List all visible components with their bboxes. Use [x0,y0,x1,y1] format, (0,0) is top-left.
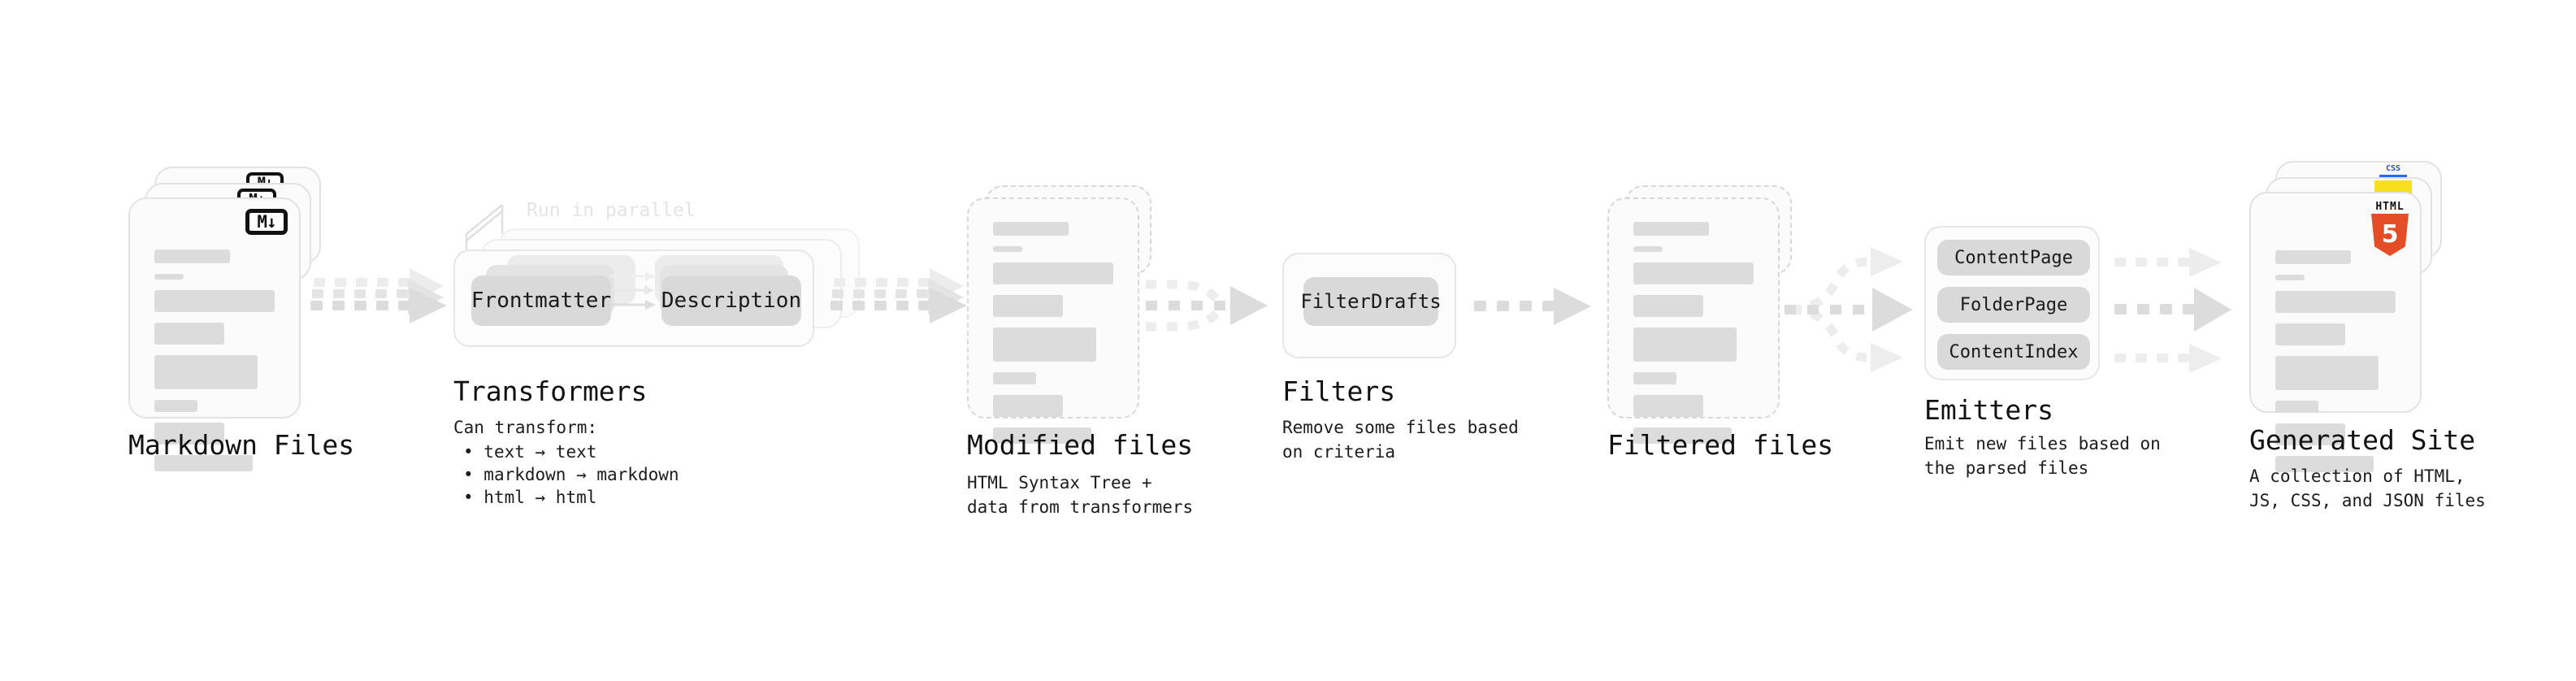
generated-site-subtitle: A collection of HTML, JS, CSS, and JSON … [2249,466,2486,510]
modified-card-front [967,197,1139,444]
filter-chip-filterdrafts[interactable]: FilterDrafts [1300,277,1442,326]
transformers-bullet-0-text: text → text [484,442,597,462]
emitter-chip-contentindex[interactable]: ContentIndex [1937,334,2090,370]
arrow-transformers-to-modified [829,268,975,349]
transformers-bullet-0: • text → text [463,442,597,462]
html5-icon-label: HTML [2375,201,2405,213]
transformers-bullet-1: • markdown → markdown [463,465,679,484]
transformers-bullet-2-text: html → html [484,488,597,507]
modified-skeleton-bars [993,222,1113,454]
markdown-skeleton-bars [154,249,275,482]
arrow-emitters-to-site [2113,241,2251,379]
transformer-inner-arrows [608,268,665,327]
filtered-files-title: Filtered files [1607,429,1834,461]
html5-icon: HTML 5 [2371,202,2409,256]
markdown-card-front: M↓ [128,197,301,471]
emitter-chip-contentpage[interactable]: ContentPage [1937,240,2090,275]
transformer-chip-description[interactable]: Description [661,275,801,326]
emitters-box: ContentPage FolderPage ContentIndex [1924,226,2100,380]
filtered-skeleton-bars [1633,222,1754,454]
filtered-card-front [1607,197,1780,444]
arrow-filters-to-filtered [1472,286,1602,328]
transformer-chip-frontmatter[interactable]: Frontmatter [471,275,611,326]
site-card-html: HTML 5 [2249,192,2422,472]
emitter-chip-folderpage[interactable]: FolderPage [1937,287,2090,323]
arrow-filtered-to-emitters [1785,241,1931,379]
transformers-subtitle: Can transform: [453,418,598,437]
markdown-icon: M↓ [245,209,288,235]
generated-site-title: Generated Site [2249,424,2476,456]
run-in-parallel-label: Run in parallel [527,200,696,221]
emitters-subtitle: Emit new files based on the parsed files [1924,434,2161,478]
css-icon: CSS [2379,165,2407,179]
arrow-modified-to-filters [1144,265,1290,354]
html5-icon-shield: 5 [2371,214,2409,256]
site-skeleton-bars [2275,250,2396,483]
modified-files-subtitle: HTML Syntax Tree + data from transformer… [967,473,1194,517]
markdown-files-title: Markdown Files [128,429,355,461]
transformers-bullet-2: • html → html [463,488,597,507]
emitters-title: Emitters [1924,394,2053,426]
filters-subtitle: Remove some files based on criteria [1282,418,1519,462]
arrow-markdown-to-transformers [309,268,455,349]
css-icon-bar [2379,175,2407,179]
css-icon-label: CSS [2385,164,2401,173]
modified-files-title: Modified files [967,429,1194,461]
filters-title: Filters [1282,375,1396,407]
transformers-bullet-1-text: markdown → markdown [484,465,679,484]
filters-box: FilterDrafts [1282,253,1456,358]
transformers-title: Transformers [453,375,648,407]
